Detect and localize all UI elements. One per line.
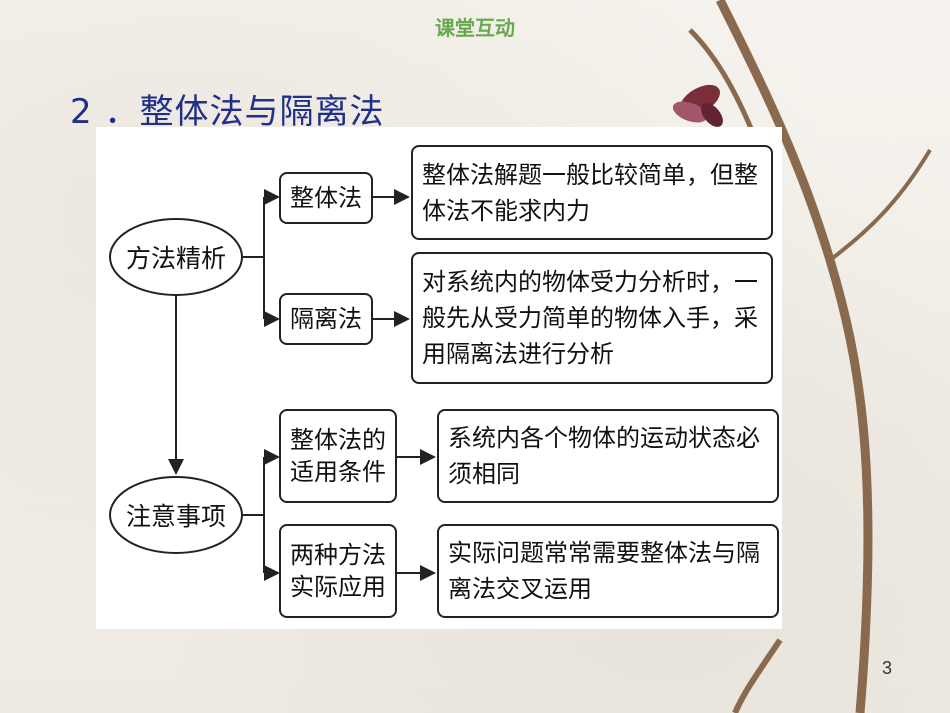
diagram-connectors	[109, 145, 779, 618]
isolation-method-desc: 对系统内的物体受力分析时，一般先从受力简单的物体入手，采用隔离法进行分析	[422, 268, 758, 368]
whole-method-box: 整体法	[290, 183, 362, 212]
page-number: 3	[881, 658, 892, 678]
isolation-method-box: 隔离法	[290, 304, 362, 333]
method-root: 方法精析	[125, 244, 226, 273]
caution-root: 注意事项	[125, 502, 226, 531]
whole-method-desc: 整体法解题一般比较简单，但整体法不能求内力	[422, 160, 758, 225]
page-title: 2 ．整体法与隔离法	[70, 92, 385, 132]
practical-use-desc: 实际问题常常需要整体法与隔离法交叉运用	[448, 539, 760, 603]
whole-condition-desc: 系统内各个物体的运动状态必须相同	[448, 424, 760, 488]
section-header: 课堂互动	[435, 16, 515, 40]
practical-use-box: 两种方法实际应用	[290, 540, 386, 601]
method-diagram: 方法精析 注意事项 整体法 隔离法 整体法的适用条件 两种方法实际应用 整体法解…	[96, 127, 782, 629]
whole-condition-box: 整体法的适用条件	[290, 425, 386, 486]
